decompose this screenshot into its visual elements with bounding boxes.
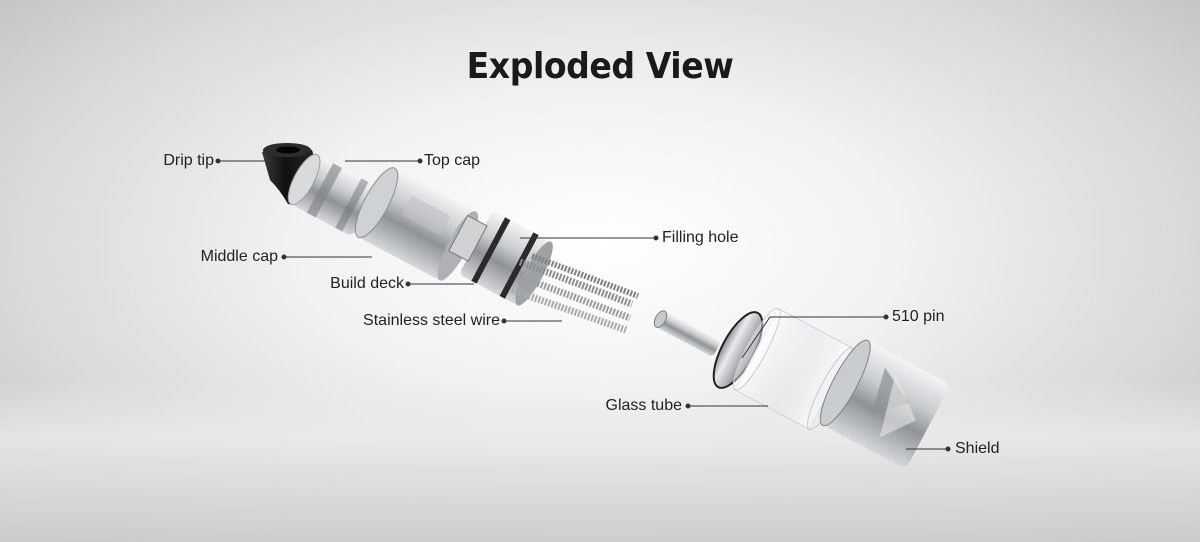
background-floor (0, 380, 1200, 542)
label-shield: Shield (955, 440, 1000, 457)
label-510-pin: 510 pin (892, 308, 945, 325)
label-glass-tube: Glass tube (605, 397, 682, 414)
leader-middle-cap (281, 254, 372, 260)
pin-510-part (653, 310, 764, 389)
label-filling-hole: Filling hole (662, 229, 739, 246)
shield-part (819, 339, 948, 467)
label-build-deck: Build deck (330, 275, 404, 292)
leader-drip-tip (215, 158, 266, 164)
top-cap-part (287, 153, 377, 235)
leader-build-deck (405, 281, 474, 287)
leader-510-pin (741, 314, 889, 359)
page-title: Exploded View (466, 46, 734, 87)
label-top-cap: Top cap (424, 152, 481, 169)
label-drip-tip: Drip tip (163, 152, 214, 169)
glass-tube-part (732, 307, 855, 431)
leader-filling-hole (520, 235, 659, 241)
build-deck-part (448, 212, 553, 306)
leader-top-cap (345, 158, 423, 164)
leader-shield (906, 446, 951, 452)
stainless-steel-wire-part (510, 253, 640, 334)
label-middle-cap: Middle cap (200, 248, 278, 265)
label-stainless-steel-wire: Stainless steel wire (363, 312, 500, 329)
leader-stainless-steel-wire (501, 318, 562, 324)
leader-glass-tube (685, 403, 768, 409)
